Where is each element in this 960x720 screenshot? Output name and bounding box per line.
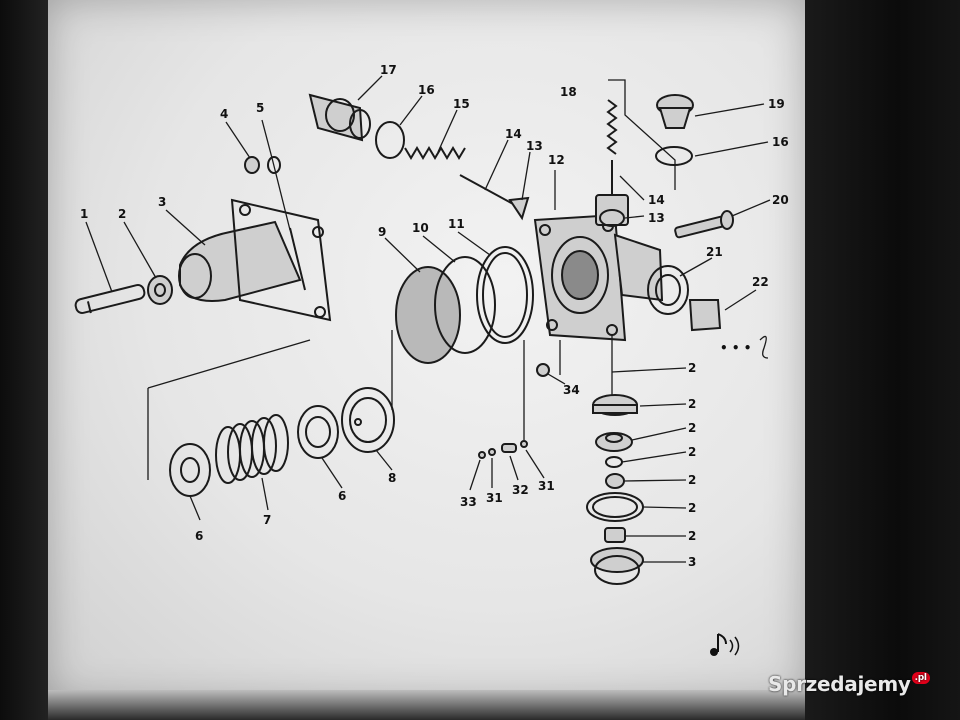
label-part-13-top: 13	[526, 139, 543, 153]
stack-part-d	[605, 473, 625, 489]
label-stack-1: 2	[688, 361, 696, 375]
label-stack-6: 2	[688, 501, 696, 515]
part-13-washer	[599, 209, 625, 227]
part-8-disc	[341, 387, 395, 453]
label-part-17: 17	[380, 63, 397, 77]
stack-part-a	[592, 394, 638, 416]
label-part-6-right: 6	[338, 489, 346, 503]
label-stack-7: 2	[688, 529, 696, 543]
label-part-7: 7	[263, 513, 271, 527]
monitor-bezel-left	[0, 0, 48, 720]
label-part-21: 21	[706, 245, 723, 259]
label-part-1: 1	[80, 207, 88, 221]
part-4-washer	[244, 156, 260, 174]
label-part-33: 33	[460, 495, 477, 509]
label-part-14-right: 14	[648, 193, 665, 207]
paper-bottom-shadow	[48, 690, 805, 720]
part-18-spring	[606, 99, 618, 195]
label-stack-5: 2	[688, 473, 696, 487]
label-part-13-right: 13	[648, 211, 665, 225]
label-part-12: 12	[548, 153, 565, 167]
part-6-cup-left	[169, 443, 211, 497]
label-stack-3: 2	[688, 421, 696, 435]
label-part-8: 8	[388, 471, 396, 485]
label-part-31-left: 31	[486, 491, 503, 505]
part-1-pin	[74, 284, 146, 314]
label-part-9: 9	[378, 225, 386, 239]
label-part-19: 19	[768, 97, 785, 111]
watermark-tld: .pl	[911, 672, 930, 684]
small-parts-31-33	[478, 440, 528, 459]
label-part-32: 32	[512, 483, 529, 497]
stack-part-c	[605, 456, 623, 468]
label-part-2: 2	[118, 207, 126, 221]
stack-part-e-ring	[586, 492, 644, 522]
part-34-screw	[536, 363, 550, 377]
music-note-sound-icon	[710, 633, 740, 656]
part-14-valve-stem	[459, 174, 530, 221]
part-10-diaphragm	[434, 256, 496, 354]
part-15-spring	[404, 146, 466, 160]
label-stack-8: 3	[688, 555, 696, 569]
label-part-20: 20	[772, 193, 789, 207]
part-17-fitting	[308, 93, 371, 142]
part-7-spring	[215, 414, 289, 484]
part-16-ring-right	[655, 146, 693, 166]
part-19-cap	[656, 94, 694, 129]
part-6-washer-right	[297, 405, 339, 459]
watermark-brand: Sprzedajemy	[768, 672, 911, 696]
label-part-16-right: 16	[772, 135, 789, 149]
part-22-nut	[688, 299, 722, 332]
label-part-15: 15	[453, 97, 470, 111]
label-part-10: 10	[412, 221, 429, 235]
label-part-22: 22	[752, 275, 769, 289]
label-part-14-top: 14	[505, 127, 522, 141]
part-21-ring	[647, 265, 689, 315]
label-part-5: 5	[256, 101, 264, 115]
ellipsis-mark: • • •	[720, 341, 751, 355]
part-11-gasket	[476, 246, 534, 344]
label-part-3: 3	[158, 195, 166, 209]
part-12-pump-body	[533, 194, 664, 342]
part-2-nut	[147, 275, 173, 305]
part-9-filter-disc	[395, 266, 461, 364]
label-part-31-right: 31	[538, 479, 555, 493]
part-16-ring-upper	[375, 121, 405, 159]
label-part-16-top: 16	[418, 83, 435, 97]
part-5-oring	[267, 156, 281, 174]
label-part-11: 11	[448, 217, 465, 231]
sprzedajemy-watermark-logo: Sprzedajemy.pl	[768, 672, 930, 696]
label-part-6-left: 6	[195, 529, 203, 543]
label-part-18: 18	[560, 85, 577, 99]
label-part-34: 34	[563, 383, 580, 397]
stack-part-3-base	[590, 547, 644, 585]
part-20-bolt	[674, 210, 734, 239]
part-3-cylinder-housing	[178, 198, 332, 322]
label-stack-2: 2	[688, 397, 696, 411]
label-stack-4: 2	[688, 445, 696, 459]
monitor-bezel-right	[805, 0, 960, 720]
label-part-4: 4	[220, 107, 228, 121]
stack-part-f	[604, 527, 626, 543]
stack-part-b	[595, 432, 633, 452]
